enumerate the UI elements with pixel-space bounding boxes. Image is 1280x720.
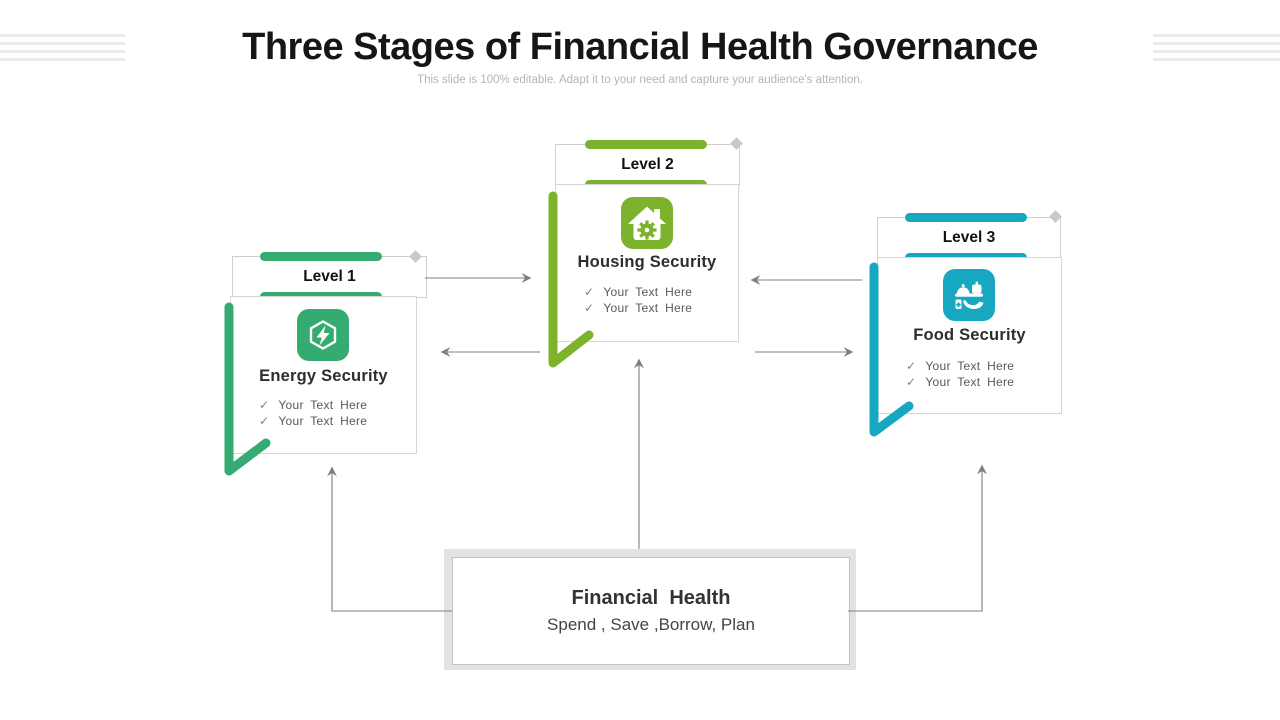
bullet-list: Your Text Here Your Text Here	[878, 358, 1014, 390]
card-title: Housing Security	[577, 253, 717, 271]
energy-security-card: Energy Security Your Text Here Your Text…	[230, 296, 417, 454]
level2-capsule-top	[585, 140, 707, 149]
arrow-center-to-food	[848, 464, 987, 612]
decor-stripe	[1153, 34, 1280, 37]
level3-header-box: Level 3	[877, 217, 1061, 259]
page-title: Three Stages of Financial Health Governa…	[242, 26, 1038, 68]
bullet-item: Your Text Here	[906, 374, 1014, 390]
decor-stripe	[0, 58, 125, 61]
level1-label: Level 1	[303, 268, 356, 285]
bullet-list: Your Text Here Your Text Here	[231, 397, 367, 429]
financial-health-title: Financial Health	[571, 587, 731, 609]
decor-stripe	[1153, 42, 1280, 45]
bullet-item: Your Text Here	[584, 284, 692, 300]
level2-header-box: Level 2	[555, 144, 740, 186]
shield-bolt-icon	[297, 309, 349, 361]
financial-health-subtitle: Spend , Save ,Borrow, Plan	[547, 615, 755, 634]
bullet-list: Your Text Here Your Text Here	[556, 284, 692, 316]
level2-label: Level 2	[621, 156, 674, 173]
level3-capsule-top	[905, 213, 1027, 222]
housing-security-card: Housing Security Your Text Here Your Tex…	[555, 184, 739, 342]
hand-food-tray-icon	[943, 269, 995, 321]
check-icon	[906, 359, 916, 373]
decor-stripe	[0, 50, 125, 53]
decor-stripe	[0, 34, 125, 37]
check-icon	[584, 301, 594, 315]
decor-stripe	[1153, 58, 1280, 61]
check-icon	[259, 398, 269, 412]
card-title: Food Security	[913, 326, 1026, 344]
card-title: Energy Security	[259, 367, 388, 385]
level1-header-box: Level 1	[232, 256, 427, 298]
arrow-center-to-energy	[327, 466, 452, 612]
level1-capsule-top	[260, 252, 382, 261]
level3-label: Level 3	[942, 229, 996, 246]
check-icon	[259, 414, 269, 428]
bullet-item: Your Text Here	[259, 413, 367, 429]
bullet-item: Your Text Here	[906, 358, 1014, 374]
bullet-item: Your Text Here	[584, 300, 692, 316]
decor-stripe	[1153, 50, 1280, 53]
decor-stripe	[0, 42, 125, 45]
house-gear-icon	[621, 197, 673, 249]
page-subtitle: This slide is 100% editable. Adapt it to…	[417, 74, 863, 86]
check-icon	[584, 285, 594, 299]
financial-health-box: Financial Health Spend , Save ,Borrow, P…	[452, 557, 850, 665]
check-icon	[906, 375, 916, 389]
bullet-item: Your Text Here	[259, 397, 367, 413]
food-security-card: Food Security Your Text Here Your Text H…	[877, 257, 1062, 414]
